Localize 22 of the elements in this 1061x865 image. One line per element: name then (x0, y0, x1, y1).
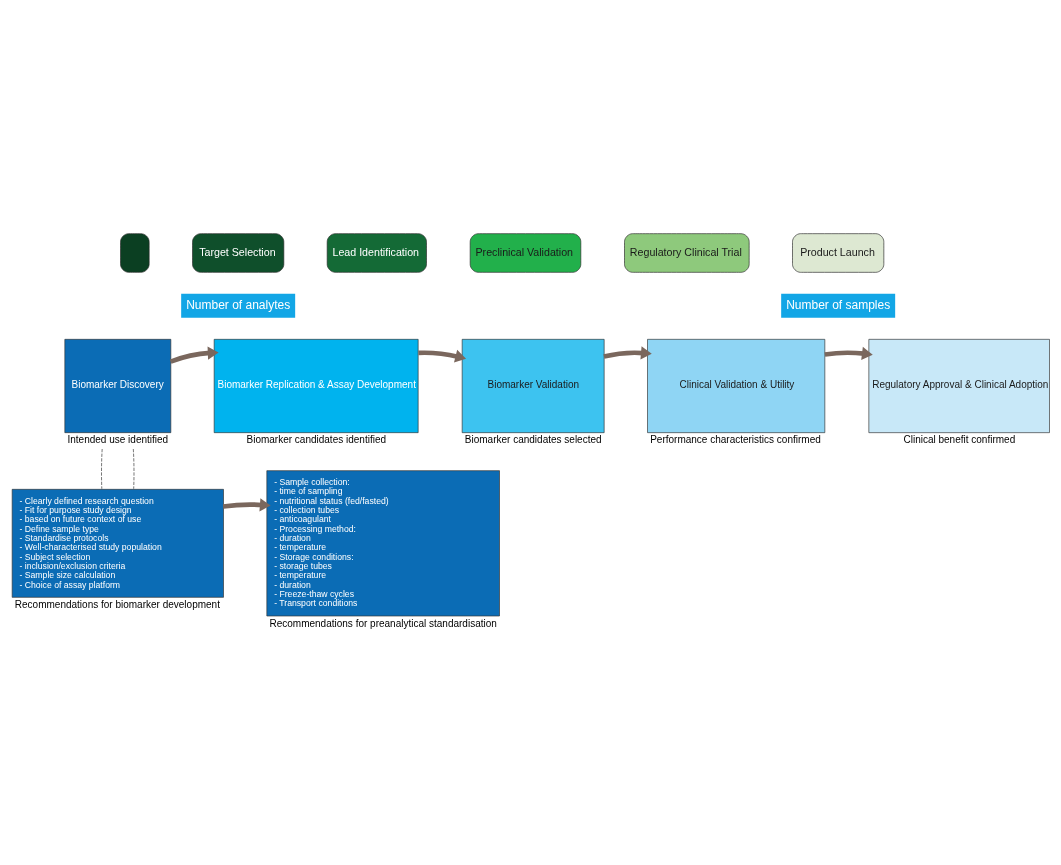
node-box: Product Launch (792, 232, 885, 273)
node-box: Lead Identification (326, 232, 427, 273)
node-box: Preclinical Validation (469, 232, 582, 273)
connector (101, 448, 103, 489)
node-label: Biomarker candidates selected (464, 433, 602, 445)
arrow (603, 345, 652, 359)
node-box: Target Selection (192, 232, 285, 273)
arrow (418, 349, 467, 362)
label: Number of samples (786, 297, 891, 312)
arrow (824, 346, 873, 360)
arrow (222, 497, 271, 511)
node-box (120, 232, 150, 273)
label: Number of analytes (186, 297, 291, 312)
connector (132, 448, 135, 489)
node-label: Recommendations for biomarker development (14, 598, 220, 610)
arrow (169, 345, 219, 364)
node-label: Performance characteristics confirmed (650, 433, 821, 445)
node-label: Intended use identified (67, 433, 169, 445)
node-box: Regulatory Clinical Trial (624, 232, 750, 273)
node-label: Biomarker candidates identified (246, 433, 387, 445)
node-label: Recommendations for preanalytical standardisation (269, 617, 497, 629)
node-label: Clinical benefit confirmed (903, 433, 1016, 445)
